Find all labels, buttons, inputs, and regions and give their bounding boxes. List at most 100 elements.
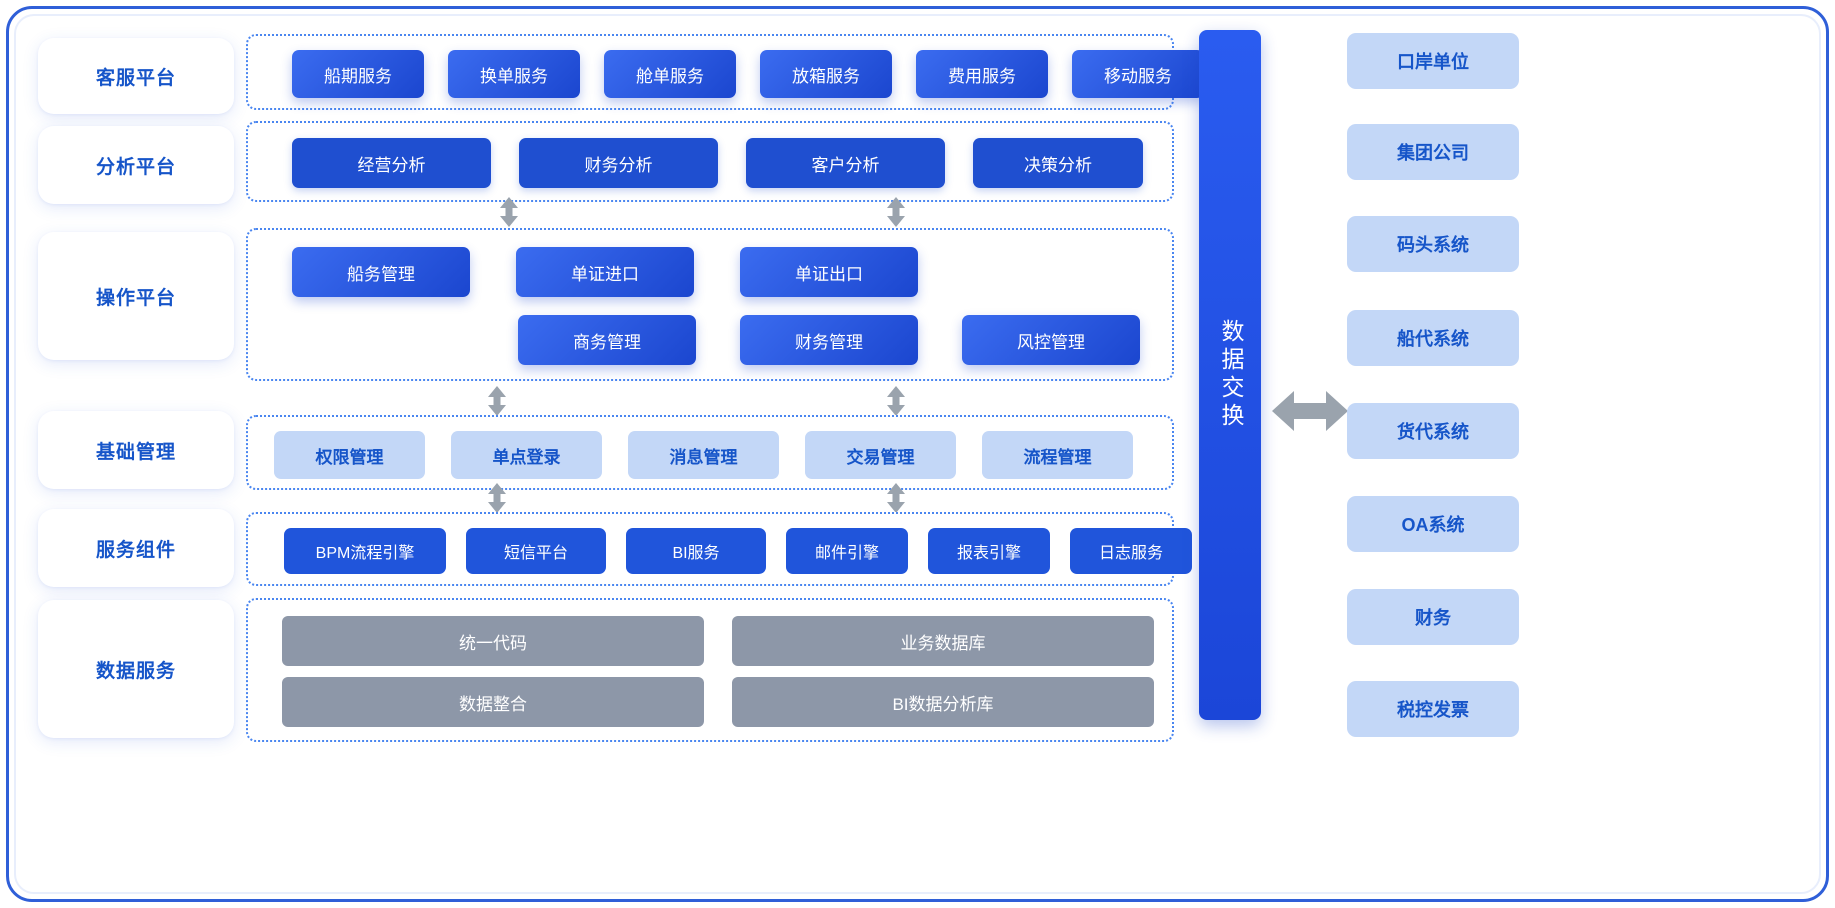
chip-container-release-service[interactable]: 放箱服务: [760, 50, 892, 98]
chip-bi-analytics-database[interactable]: BI数据分析库: [732, 677, 1154, 727]
external-system-port-authority[interactable]: 口岸单位: [1347, 33, 1519, 89]
connector-arrow-vertical-icon: [486, 386, 508, 416]
chip-transaction-management[interactable]: 交易管理: [805, 431, 956, 479]
chip-bi-service[interactable]: BI服务: [626, 528, 766, 574]
external-system-freight-forwarder[interactable]: 货代系统: [1347, 403, 1519, 459]
left-label-service-platform[interactable]: 客服平台: [38, 38, 234, 114]
chip-label: BI数据分析库: [892, 694, 994, 714]
chip-label: 流程管理: [1023, 447, 1092, 467]
base-management-row: 权限管理 单点登录 消息管理 交易管理 流程管理: [274, 431, 1133, 479]
chip-document-import[interactable]: 单证进口: [516, 247, 694, 297]
chip-business-database[interactable]: 业务数据库: [732, 616, 1154, 666]
chip-label: 船务管理: [347, 264, 415, 284]
left-label-base-management[interactable]: 基础管理: [38, 411, 234, 489]
chip-shipping-management[interactable]: 船务管理: [292, 247, 470, 297]
left-label-service-components[interactable]: 服务组件: [38, 509, 234, 587]
chip-mail-engine[interactable]: 邮件引擎: [786, 528, 908, 574]
platform-label-column: 客服平台 分析平台 操作平台 基础管理 服务组件 数据服务: [38, 30, 234, 878]
external-system-label: 集团公司: [1397, 143, 1469, 163]
band-base-management: 权限管理 单点登录 消息管理 交易管理 流程管理: [246, 415, 1174, 490]
chip-label: 换单服务: [480, 66, 548, 86]
band-analysis-platform: 经营分析 财务分析 客户分析 决策分析: [246, 121, 1174, 202]
external-system-label: 税控发票: [1397, 700, 1469, 720]
chip-label: 商务管理: [573, 332, 641, 352]
left-label-text: 服务组件: [95, 539, 176, 561]
left-label-analysis-platform[interactable]: 分析平台: [38, 126, 234, 204]
chip-label: 数据整合: [459, 694, 527, 714]
left-label-operation-platform[interactable]: 操作平台: [38, 232, 234, 360]
chip-mobile-service[interactable]: 移动服务: [1072, 50, 1204, 98]
left-label-data-services[interactable]: 数据服务: [38, 600, 234, 738]
chip-label: 舱单服务: [636, 66, 704, 86]
chip-report-engine[interactable]: 报表引擎: [928, 528, 1050, 574]
left-label-text: 客服平台: [95, 67, 176, 89]
external-system-finance[interactable]: 财务: [1347, 589, 1519, 645]
chip-financial-analysis[interactable]: 财务分析: [519, 138, 718, 188]
chip-customer-analysis[interactable]: 客户分析: [746, 138, 945, 188]
chip-label: 经营分析: [357, 155, 426, 175]
left-label-text: 分析平台: [95, 156, 176, 178]
chip-decision-analysis[interactable]: 决策分析: [973, 138, 1143, 188]
chip-label: 客户分析: [811, 155, 880, 175]
chip-single-sign-on[interactable]: 单点登录: [451, 431, 602, 479]
external-system-label: 船代系统: [1397, 329, 1469, 349]
chip-label: 风控管理: [1017, 332, 1085, 352]
chip-commerce-management[interactable]: 商务管理: [518, 315, 696, 365]
bidirectional-arrow-icon: [1272, 385, 1348, 437]
chip-ship-schedule-service[interactable]: 船期服务: [292, 50, 424, 98]
external-system-oa[interactable]: OA系统: [1347, 496, 1519, 552]
chip-label: 报表引擎: [956, 545, 1021, 562]
chip-business-analysis[interactable]: 经营分析: [292, 138, 491, 188]
connector-arrow-vertical-icon: [885, 197, 907, 227]
chip-label: 决策分析: [1024, 155, 1092, 175]
chip-message-management[interactable]: 消息管理: [628, 431, 779, 479]
chip-process-management[interactable]: 流程管理: [982, 431, 1133, 479]
data-exchange-bar[interactable]: 数据交换: [1199, 30, 1261, 720]
operation-platform-row-2: 商务管理 财务管理 风控管理: [518, 315, 1140, 365]
chip-permission-management[interactable]: 权限管理: [274, 431, 425, 479]
chip-manifest-service[interactable]: 舱单服务: [604, 50, 736, 98]
chip-risk-management[interactable]: 风控管理: [962, 315, 1140, 365]
chip-log-service[interactable]: 日志服务: [1070, 528, 1192, 574]
chip-data-integration[interactable]: 数据整合: [282, 677, 704, 727]
connector-arrow-vertical-icon: [498, 197, 520, 227]
chip-sms-platform[interactable]: 短信平台: [466, 528, 606, 574]
chip-exchange-order-service[interactable]: 换单服务: [448, 50, 580, 98]
chip-label: BI服务: [672, 545, 720, 562]
chip-label: 移动服务: [1104, 66, 1172, 86]
operation-platform-row-1: 船务管理 单证进口 单证出口: [292, 247, 918, 297]
external-system-shipping-agent[interactable]: 船代系统: [1347, 310, 1519, 366]
external-system-label: 货代系统: [1397, 422, 1469, 442]
external-system-label: 码头系统: [1397, 235, 1469, 255]
chip-label: 权限管理: [315, 447, 384, 467]
data-exchange-label: 数据交换: [1217, 319, 1244, 431]
service-platform-row: 船期服务 换单服务 舱单服务 放箱服务 费用服务 移动服务: [292, 50, 1204, 98]
chip-label: 交易管理: [846, 447, 915, 467]
chip-unified-code[interactable]: 统一代码: [282, 616, 704, 666]
chip-bpm-process-engine[interactable]: BPM流程引擎: [284, 528, 446, 574]
left-label-text: 数据服务: [95, 660, 176, 682]
external-system-label: OA系统: [1401, 515, 1465, 535]
chip-label: 统一代码: [459, 633, 527, 653]
connector-arrow-vertical-icon: [486, 483, 508, 513]
external-system-terminal[interactable]: 码头系统: [1347, 216, 1519, 272]
chip-label: 日志服务: [1098, 545, 1163, 562]
chip-label: BPM流程引擎: [315, 545, 415, 562]
chip-label: 业务数据库: [900, 633, 986, 653]
chip-label: 单证出口: [795, 264, 863, 284]
external-system-group-company[interactable]: 集团公司: [1347, 124, 1519, 180]
chip-label: 消息管理: [669, 447, 738, 467]
chip-fee-service[interactable]: 费用服务: [916, 50, 1048, 98]
external-system-label: 财务: [1415, 608, 1451, 628]
data-services-row-1: 统一代码 业务数据库: [282, 616, 1154, 666]
left-label-text: 基础管理: [95, 441, 176, 463]
external-system-tax-invoice[interactable]: 税控发票: [1347, 681, 1519, 737]
chip-document-export[interactable]: 单证出口: [740, 247, 918, 297]
chip-label: 单证进口: [571, 264, 639, 284]
service-components-row: BPM流程引擎 短信平台 BI服务 邮件引擎 报表引擎 日志服务: [284, 528, 1192, 574]
connector-arrow-vertical-icon: [885, 483, 907, 513]
band-operation-platform: 船务管理 单证进口 单证出口 商务管理 财务管理 风控管理: [246, 228, 1174, 381]
chip-label: 财务分析: [584, 155, 653, 175]
chip-finance-management[interactable]: 财务管理: [740, 315, 918, 365]
